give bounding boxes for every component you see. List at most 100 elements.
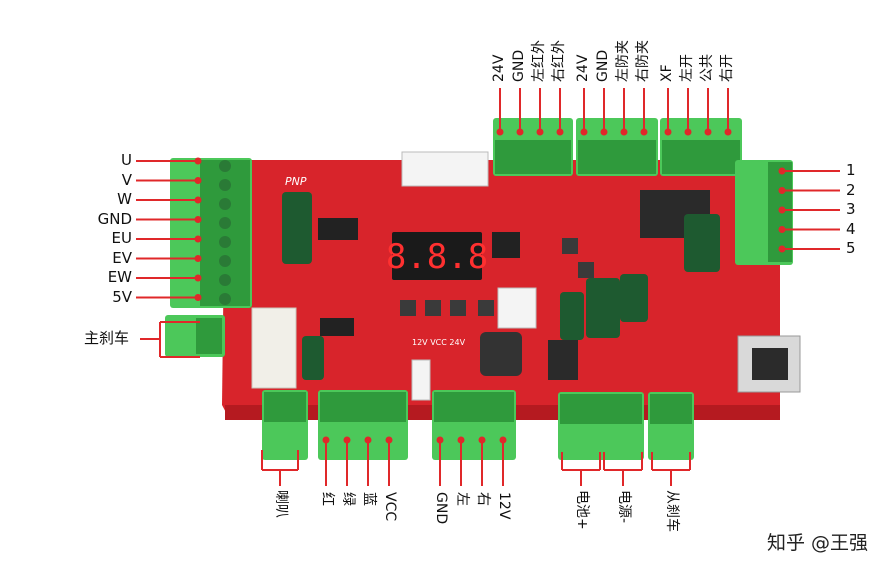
motor-label-gnd: GND (97, 209, 132, 228)
right-pin-label-3: 3 (846, 200, 856, 218)
power-resistor (251, 307, 297, 389)
bottom-label-rgb-2: 蓝 (361, 492, 377, 506)
display-digits: 8.8.8 (386, 237, 488, 277)
bottom-label-12v-2: 右 (475, 492, 491, 506)
motor-label-w: W (117, 190, 132, 208)
lead-dot (778, 245, 786, 253)
right-pin-label-2: 2 (846, 180, 856, 199)
lead-dot (684, 128, 692, 136)
lead-dot (556, 128, 564, 136)
terminal-bottom-power (558, 392, 644, 460)
lead-dot (194, 196, 202, 204)
terminal-left-motor (170, 158, 252, 308)
jst-connector (411, 359, 431, 401)
screw (219, 160, 231, 172)
terminal-top-2 (576, 118, 658, 176)
bottom-label-rgb-0: 红 (319, 492, 335, 506)
bottom-label-12v-3: 12V (496, 492, 512, 520)
bottom-label-rgb-3: VCC (382, 492, 398, 522)
top-label-top_group1-0: 24V (491, 54, 507, 82)
brand-silk: PNP (285, 175, 307, 188)
tact-button (400, 300, 416, 316)
screw (219, 217, 231, 229)
bottom-label-rgb-1: 绿 (340, 492, 356, 506)
top-label-top_group1-2: 左红外 (531, 40, 547, 82)
motor-label-ev: EV (112, 248, 132, 267)
top-label-top_group2-2: 左防夹 (615, 40, 631, 82)
mosfet (548, 340, 578, 380)
watermark: 知乎 @王强 (766, 532, 868, 554)
jst-connector (401, 151, 489, 187)
bottom-label-horn: 喇叭 (273, 490, 289, 518)
lead-dot (385, 436, 393, 444)
terminal-bottom-12v (432, 390, 516, 460)
lead-dot (724, 128, 732, 136)
main-brake-label: 主刹车 (84, 329, 130, 347)
lead-dot (496, 128, 504, 136)
lead-dot (194, 157, 202, 165)
screw (219, 293, 231, 305)
top-label-top_group1-1: GND (511, 49, 527, 82)
lead-dot (664, 128, 672, 136)
lead-dot (194, 177, 202, 184)
screw (219, 274, 231, 286)
bottom-label-12v-1: 左 (454, 492, 470, 506)
terminal-top-1 (493, 118, 573, 176)
voltage-silk: 12V VCC 24V (412, 338, 466, 347)
lead-dot (364, 436, 372, 444)
lead-dot (478, 436, 486, 444)
bottom-label-12v-0: GND (433, 492, 449, 525)
lead-dot (457, 436, 465, 444)
lead-dot (620, 128, 628, 136)
capacitor (560, 292, 584, 340)
top-label-top_group3-1: 左开 (679, 54, 695, 82)
lead-dot (194, 255, 202, 262)
lead-dot (778, 167, 786, 175)
lead-dot (194, 294, 202, 301)
lead-dot (778, 226, 786, 233)
tact-button (425, 300, 441, 316)
ic-chip (320, 318, 354, 336)
motor-label-u: U (121, 151, 132, 169)
lead-dot (194, 274, 202, 282)
lead-dot (194, 216, 202, 223)
terminal-bottom-brake (648, 392, 694, 460)
lead-dot (704, 128, 712, 136)
terminal-bottom-horn (262, 390, 308, 460)
jst-connector (497, 287, 537, 329)
rj45-opening (752, 348, 788, 380)
right-pin-label-4: 4 (846, 219, 856, 238)
motor-label-v: V (121, 170, 132, 189)
screw (219, 198, 231, 210)
tact-buttons (400, 238, 594, 316)
right-pin-label-5: 5 (846, 239, 856, 257)
lead-dot (778, 187, 786, 194)
lead-dot (640, 128, 648, 136)
motor-label-eu: EU (111, 229, 132, 247)
screw (219, 255, 231, 267)
lead-dot (499, 436, 507, 444)
top-label-top_group3-3: 右开 (719, 54, 735, 82)
top-label-top_group2-0: 24V (575, 54, 591, 82)
ic-chip (318, 218, 358, 240)
lead-dot (536, 128, 544, 136)
tact-button (562, 238, 578, 254)
top-label-top_group3-2: 公共 (699, 54, 715, 82)
capacitor (282, 192, 312, 264)
bottom-label-battery: 电池+ (574, 490, 590, 530)
capacitor (302, 336, 324, 380)
bottom-label-brake: 从刹车 (664, 490, 680, 532)
capacitor (620, 274, 648, 322)
tact-button (578, 262, 594, 278)
tact-button (478, 300, 494, 316)
seven-seg-display (392, 232, 482, 280)
lead-dot (580, 128, 588, 136)
tact-button (450, 300, 466, 316)
terminal-main-brake (165, 315, 225, 357)
top-label-top_group3-0: XF (659, 64, 675, 82)
annotation-leads (136, 88, 840, 486)
top-label-top_group2-3: 右防夹 (635, 40, 651, 82)
screw (219, 236, 231, 248)
